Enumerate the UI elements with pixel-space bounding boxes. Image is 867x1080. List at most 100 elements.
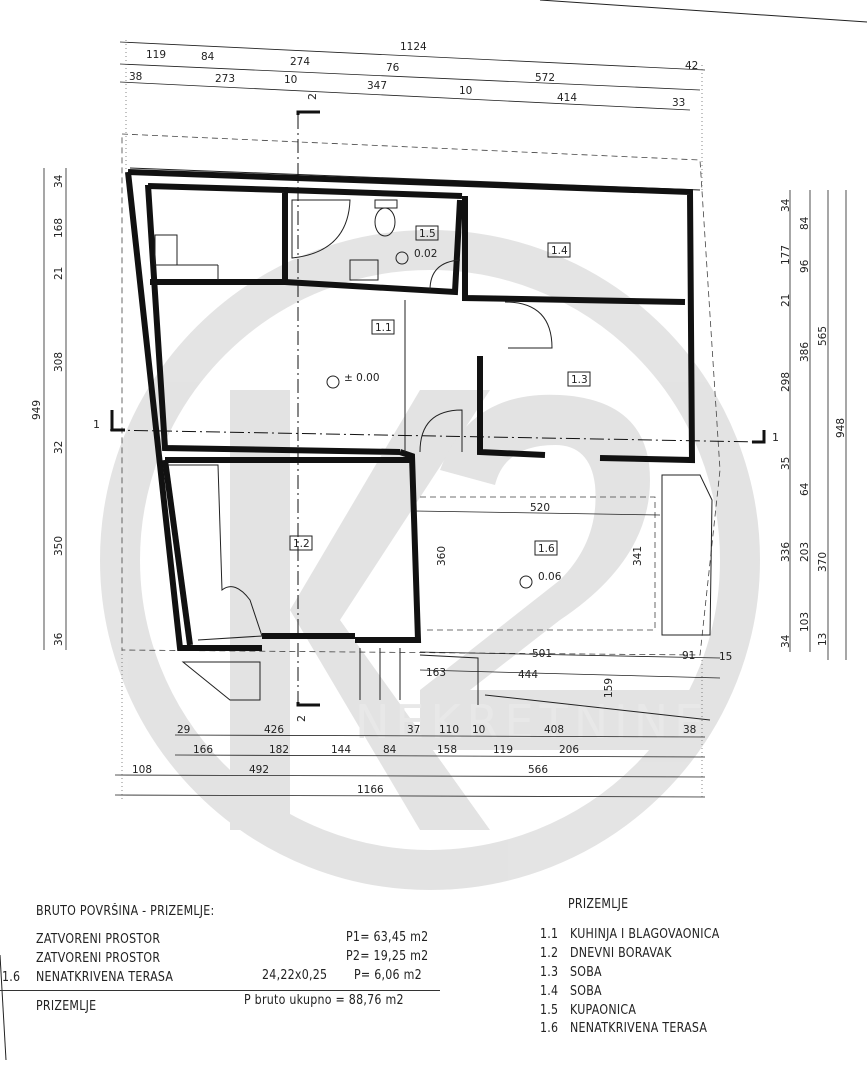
dimension-label: 29 (177, 724, 190, 736)
dimension-label: 360 (436, 546, 448, 566)
room-labels: 1.1 1.2 1.3 1.4 1.5 1.6 0.02 ± 0.00 0.06 (289, 225, 591, 589)
level-terrace: 0.06 (538, 571, 562, 583)
dimension-label: 203 (799, 542, 811, 562)
dimension-label: 1166 (357, 784, 384, 796)
legend-name: SOBA (570, 984, 602, 999)
dimension-label: 37 (407, 724, 420, 736)
dimension-label: 21 (780, 294, 792, 307)
area-row-name: ZATVORENI PROSTOR (36, 951, 161, 966)
dimension-label: 38 (129, 71, 142, 83)
legend-num: 1.6 (540, 1021, 559, 1036)
dimension-label: 565 (817, 326, 829, 346)
dimension-label: 168 (53, 218, 65, 238)
dimension-label: 308 (53, 352, 65, 372)
dimension-label: 206 (559, 744, 579, 756)
section-markers: 1 1 2 2 (93, 93, 779, 722)
dimension-label: 177 (780, 245, 792, 265)
area-row-name: NENATKRIVENA TERASA (36, 970, 174, 985)
dimension-label: 76 (386, 62, 400, 74)
dimension-label: 15 (719, 651, 732, 663)
dimension-label: 414 (557, 92, 577, 104)
divider (0, 990, 440, 991)
area-total-label: PRIZEMLJE (36, 999, 97, 1014)
legend-num: 1.2 (540, 946, 559, 961)
dimension-label: 386 (799, 342, 811, 362)
watermark-text: NEKRETNINE (355, 695, 709, 749)
dimension-label: 298 (780, 372, 792, 392)
dimension-label: 182 (269, 744, 289, 756)
room-1-1: 1.1 (375, 322, 392, 334)
legend-num: 1.4 (540, 984, 559, 999)
dimension-label: 38 (683, 724, 696, 736)
inner-dimensions: 501 91 15 444 163 159 520 360 341 (426, 502, 732, 698)
fixtures (154, 199, 713, 721)
bottom-dimensions: 29 426 37 110 10 408 38 166 182 144 84 1… (114, 650, 706, 800)
dimension-label: 119 (146, 49, 166, 61)
area-row-num: 1.6 (2, 970, 21, 985)
dimension-label: 1 (93, 418, 100, 431)
room-1-5: 1.5 (419, 228, 436, 240)
dimension-label: 110 (439, 724, 459, 736)
dimension-label: 336 (780, 542, 792, 562)
dimension-label: 492 (249, 764, 269, 776)
room-1-6: 1.6 (538, 543, 555, 555)
dimension-label: 36 (53, 632, 65, 646)
left-dimensions: 34 168 21 308 32 350 36 949 (31, 168, 67, 650)
dimension-label: 520 (530, 502, 550, 514)
dimension-label: 1124 (400, 41, 427, 53)
dimension-label: 566 (528, 764, 548, 776)
area-total-value: P bruto ukupno = 88,76 m2 (244, 993, 404, 1008)
dimension-label: 10 (284, 74, 297, 86)
dimension-label: 119 (493, 744, 513, 756)
area-table-title: BRUTO POVRŠINA - PRIZEMLJE: (36, 904, 215, 919)
dimension-label: 572 (535, 72, 555, 84)
dimension-label: 42 (685, 60, 698, 72)
dimension-label: 341 (632, 546, 644, 566)
legend-name: KUPAONICA (570, 1003, 637, 1018)
dimension-label: 84 (799, 216, 811, 230)
dimension-label: 273 (215, 73, 235, 85)
dimension-label: 166 (193, 744, 213, 756)
dimension-label: 274 (290, 56, 310, 68)
dimension-label: 158 (437, 744, 457, 756)
dimension-label: 501 (532, 648, 552, 660)
area-row-value: P= 6,06 m2 (354, 968, 422, 983)
legend-num: 1.1 (540, 927, 559, 942)
dimension-label: 408 (544, 724, 564, 736)
dimension-label: 949 (31, 400, 43, 420)
top-dimensions: 1124 119 84 274 76 572 42 38 273 10 347 … (119, 40, 706, 190)
dimension-label: 10 (459, 85, 472, 97)
room-1-4: 1.4 (551, 245, 568, 257)
right-dimensions: 34 177 21 298 35 336 34 84 96 386 64 203… (780, 190, 847, 660)
dimension-label: 10 (472, 724, 485, 736)
area-row-value: P2= 19,25 m2 (346, 949, 429, 964)
dimension-label: 444 (518, 669, 538, 681)
dimension-label: 13 (817, 633, 829, 646)
dimension-label: 84 (383, 744, 397, 756)
dimension-label: 948 (835, 418, 847, 438)
dimension-label: 103 (799, 612, 811, 632)
legend-num: 1.3 (540, 965, 559, 980)
dimension-label: 35 (780, 457, 792, 470)
dimension-label: 2 (295, 715, 308, 722)
legend-num: 1.5 (540, 1003, 559, 1018)
area-row-value: P1= 63,45 m2 (346, 930, 429, 945)
dimension-label: 350 (53, 536, 65, 556)
dimension-label: 1 (772, 431, 779, 444)
dimension-label: 163 (426, 667, 446, 679)
level-bath: 0.02 (414, 248, 437, 260)
dimension-label: 34 (53, 174, 65, 188)
dimension-label: 84 (201, 51, 215, 63)
dimension-label: 2 (306, 93, 319, 100)
dimension-label: 370 (817, 552, 829, 572)
level-main: ± 0.00 (344, 372, 380, 384)
legend-name: DNEVNI BORAVAK (570, 946, 672, 961)
dimension-label: 347 (367, 80, 387, 92)
watermark-logo: NEKRETNINE (100, 230, 760, 890)
legend-name: NENATKRIVENA TERASA (570, 1021, 708, 1036)
area-row-name: ZATVORENI PROSTOR (36, 932, 161, 947)
room-1-2: 1.2 (293, 538, 310, 550)
legend-name: KUHINJA I BLAGOVAONICA (570, 927, 720, 942)
dimension-label: 33 (672, 97, 685, 109)
